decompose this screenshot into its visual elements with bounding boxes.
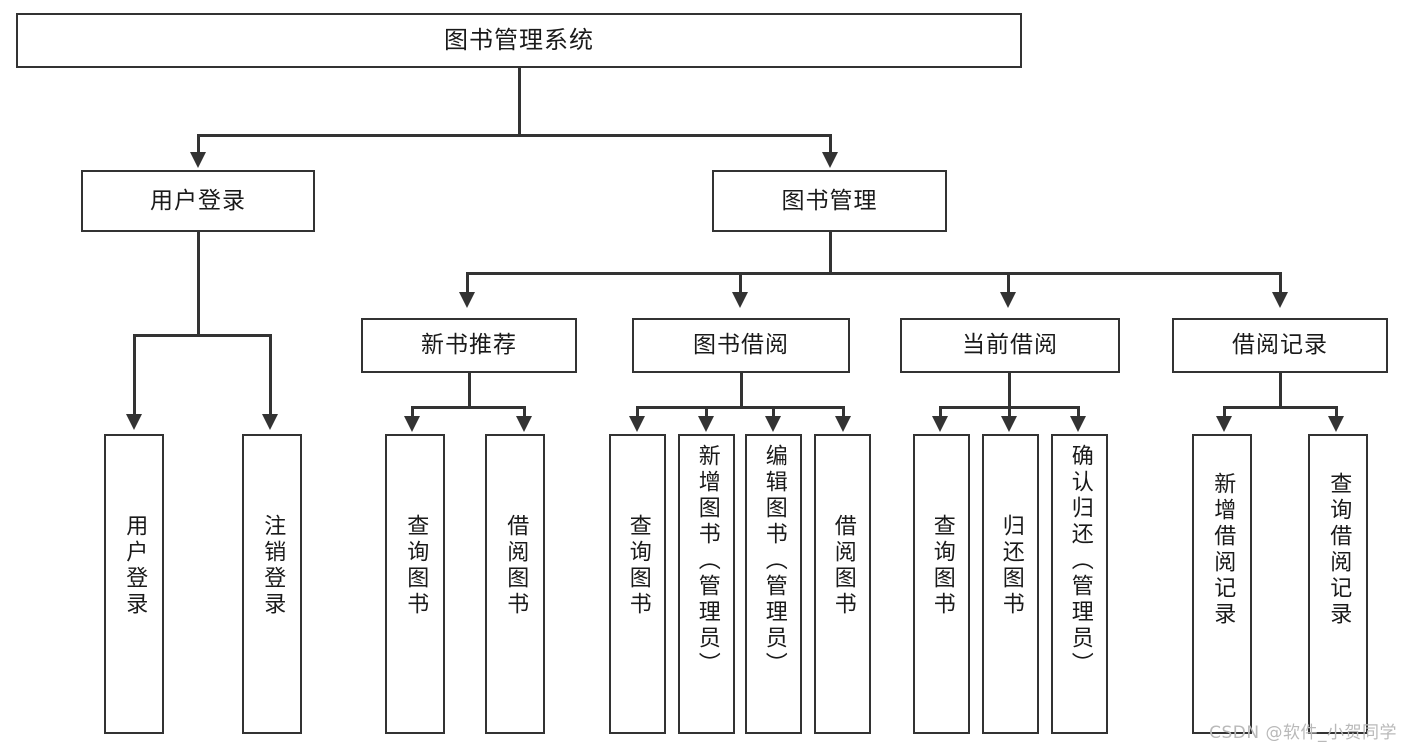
- connector-book-borrow-drop-4: [842, 406, 845, 418]
- connector-book-manage-bus: [466, 272, 1282, 275]
- arrow-to-book-borrow: [732, 292, 748, 308]
- arrow-to-leaf-query-book-2: [629, 416, 645, 432]
- arrow-to-leaf-confirm-return: [1070, 416, 1086, 432]
- arrow-to-user-login: [190, 152, 206, 168]
- arrow-to-new-book-rec: [459, 292, 475, 308]
- connector-book-manage-stem: [829, 232, 832, 274]
- node-book-borrow[interactable]: 图书借阅: [632, 318, 850, 373]
- arrow-to-current-borrow: [1000, 292, 1016, 308]
- connector-book-borrow-bus: [636, 406, 844, 409]
- connector-root-stem: [518, 68, 521, 135]
- connector-root-drop-left: [197, 134, 200, 154]
- leaf-logout[interactable]: 注销登录: [242, 434, 302, 734]
- csdn-watermark: CSDN @软件_小贺同学: [1209, 723, 1397, 743]
- leaf-add-borrow-record[interactable]: 新增借阅记录: [1192, 434, 1252, 734]
- node-label: 图书借阅: [693, 332, 789, 359]
- leaf-query-borrow-record[interactable]: 查询借阅记录: [1308, 434, 1368, 734]
- leaf-query-book-recommend[interactable]: 查询图书: [385, 434, 445, 734]
- node-root-system[interactable]: 图书管理系统: [16, 13, 1022, 68]
- node-book-manage[interactable]: 图书管理: [712, 170, 947, 232]
- node-label: 新增图书（管理员）: [694, 444, 720, 678]
- connector-new-book-rec-drop-1: [411, 406, 414, 418]
- connector-user-login-bus: [133, 334, 271, 337]
- node-borrow-record[interactable]: 借阅记录: [1172, 318, 1388, 373]
- node-label: 归还图书: [998, 514, 1024, 618]
- connector-root-bus: [197, 134, 831, 137]
- arrow-to-leaf-query-book-1: [404, 416, 420, 432]
- node-label: 查询图书: [625, 514, 651, 618]
- node-label: 查询借阅记录: [1326, 472, 1352, 628]
- connector-current-borrow-drop-1: [939, 406, 942, 418]
- arrow-to-leaf-user-login: [126, 414, 142, 430]
- node-label: 查询图书: [403, 514, 429, 618]
- node-label: 查询图书: [929, 514, 955, 618]
- arrow-to-leaf-borrow-book-2: [835, 416, 851, 432]
- arrow-to-leaf-query-record: [1328, 416, 1344, 432]
- leaf-confirm-return[interactable]: 确认归还（管理员）: [1051, 434, 1108, 734]
- node-label: 图书管理: [781, 187, 878, 214]
- node-label: 图书管理系统: [444, 25, 594, 54]
- connector-current-borrow-stem: [1008, 373, 1011, 408]
- arrow-to-leaf-add-book: [698, 416, 714, 432]
- arrow-to-leaf-edit-book: [765, 416, 781, 432]
- node-label: 借阅图书: [830, 514, 856, 618]
- connector-borrow-record-stem: [1279, 373, 1282, 408]
- node-label: 当前借阅: [962, 332, 1058, 359]
- connector-book-borrow-stem: [740, 373, 743, 408]
- leaf-edit-book[interactable]: 编辑图书（管理员）: [745, 434, 802, 734]
- node-label: 借阅图书: [503, 514, 529, 618]
- connector-book-manage-drop-1: [466, 272, 469, 294]
- arrow-to-leaf-query-book-3: [932, 416, 948, 432]
- node-user-login[interactable]: 用户登录: [81, 170, 315, 232]
- leaf-query-book-borrow[interactable]: 查询图书: [609, 434, 666, 734]
- arrow-to-leaf-borrow-book-1: [516, 416, 532, 432]
- leaf-borrow-book-recommend[interactable]: 借阅图书: [485, 434, 545, 734]
- arrow-to-borrow-record: [1272, 292, 1288, 308]
- connector-new-book-rec-bus: [411, 406, 525, 409]
- leaf-user-login[interactable]: 用户登录: [104, 434, 164, 734]
- connector-book-manage-drop-2: [739, 272, 742, 294]
- node-label: 注销登录: [260, 514, 286, 618]
- leaf-borrow-book-borrow[interactable]: 借阅图书: [814, 434, 871, 734]
- connector-new-book-rec-stem: [468, 373, 471, 408]
- connector-borrow-record-bus: [1223, 406, 1337, 409]
- connector-user-login-drop-1: [133, 334, 136, 416]
- connector-borrow-record-drop-1: [1223, 406, 1226, 418]
- connector-borrow-record-drop-2: [1335, 406, 1338, 418]
- arrow-to-leaf-add-record: [1216, 416, 1232, 432]
- leaf-add-book[interactable]: 新增图书（管理员）: [678, 434, 735, 734]
- node-label: 新书推荐: [421, 332, 517, 359]
- connector-current-borrow-drop-2: [1008, 406, 1011, 418]
- arrow-to-leaf-logout: [262, 414, 278, 430]
- node-label: 借阅记录: [1232, 332, 1328, 359]
- node-current-borrow[interactable]: 当前借阅: [900, 318, 1120, 373]
- connector-current-borrow-drop-3: [1077, 406, 1080, 418]
- node-label: 用户登录: [122, 514, 148, 618]
- leaf-query-book-current[interactable]: 查询图书: [913, 434, 970, 734]
- node-label: 确认归还（管理员）: [1067, 444, 1093, 678]
- connector-user-login-drop-2: [269, 334, 272, 416]
- node-label: 新增借阅记录: [1210, 472, 1236, 628]
- node-new-book-recommend[interactable]: 新书推荐: [361, 318, 577, 373]
- connector-book-borrow-drop-1: [636, 406, 639, 418]
- connector-new-book-rec-drop-2: [523, 406, 526, 418]
- connector-book-borrow-drop-3: [772, 406, 775, 418]
- node-label: 编辑图书（管理员）: [761, 444, 787, 678]
- arrow-to-leaf-return-book: [1001, 416, 1017, 432]
- connector-root-drop-right: [829, 134, 832, 154]
- connector-book-manage-drop-4: [1279, 272, 1282, 294]
- node-label: 用户登录: [150, 187, 246, 214]
- connector-book-borrow-drop-2: [705, 406, 708, 418]
- connector-user-login-stem: [197, 232, 200, 336]
- connector-book-manage-drop-3: [1007, 272, 1010, 294]
- arrow-to-book-manage: [822, 152, 838, 168]
- leaf-return-book[interactable]: 归还图书: [982, 434, 1039, 734]
